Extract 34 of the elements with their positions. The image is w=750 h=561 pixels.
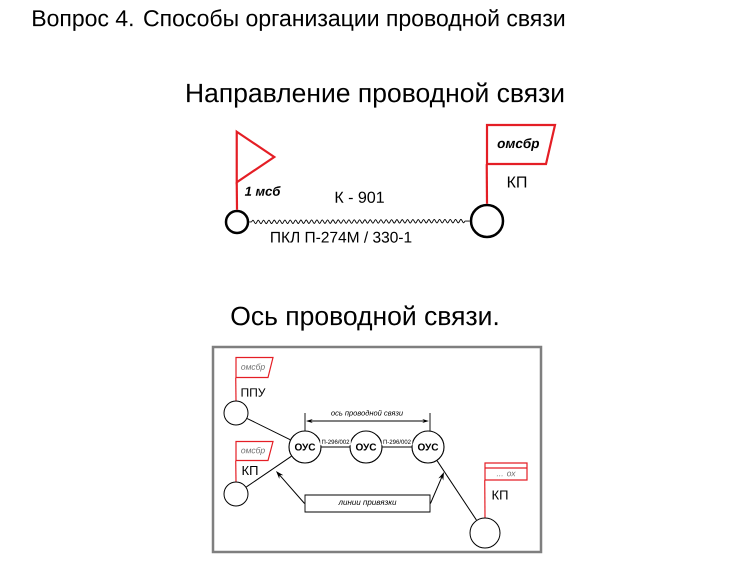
circle xyxy=(470,204,504,238)
circle xyxy=(470,518,500,548)
title: Вопрос 4. Способы организации проводной связи xyxy=(33,9,564,31)
flag: ... ох xyxy=(484,462,528,481)
node-caption: ППУ xyxy=(242,388,266,397)
circle-node: ОУС xyxy=(288,430,322,464)
node-caption: КП xyxy=(242,466,258,475)
wavy-line xyxy=(248,218,470,224)
circle-node: ОУС xyxy=(349,430,383,464)
connecting-line xyxy=(382,446,412,448)
flag: омсбр xyxy=(235,356,274,378)
connecting-line xyxy=(436,460,477,521)
flag-pole xyxy=(236,182,238,210)
node-caption: КП xyxy=(492,490,508,500)
circle xyxy=(224,210,250,234)
circle-node: ОУС xyxy=(411,430,445,464)
flag-pole xyxy=(484,480,486,518)
connecting-line xyxy=(246,418,291,440)
node-caption: КП xyxy=(508,176,526,188)
flag: омсбр xyxy=(486,124,556,166)
flag-pole xyxy=(486,164,488,204)
node-caption: 1 мсб xyxy=(244,186,281,196)
subtitle: Ось проводной связи. xyxy=(231,305,498,331)
frame xyxy=(212,346,542,554)
text-label: ПКЛ П-274М / 330-1 xyxy=(271,231,412,243)
edge-label: К - 901 xyxy=(333,190,386,204)
flag-pole xyxy=(235,460,237,482)
flag: омсбр xyxy=(235,440,274,462)
circle xyxy=(224,482,248,506)
subtitle: Направление проводной связи xyxy=(187,82,564,108)
label-box: линии привязки xyxy=(304,494,430,512)
flag-pole xyxy=(235,378,237,401)
connecting-line xyxy=(246,456,292,488)
connecting-line xyxy=(321,446,350,448)
